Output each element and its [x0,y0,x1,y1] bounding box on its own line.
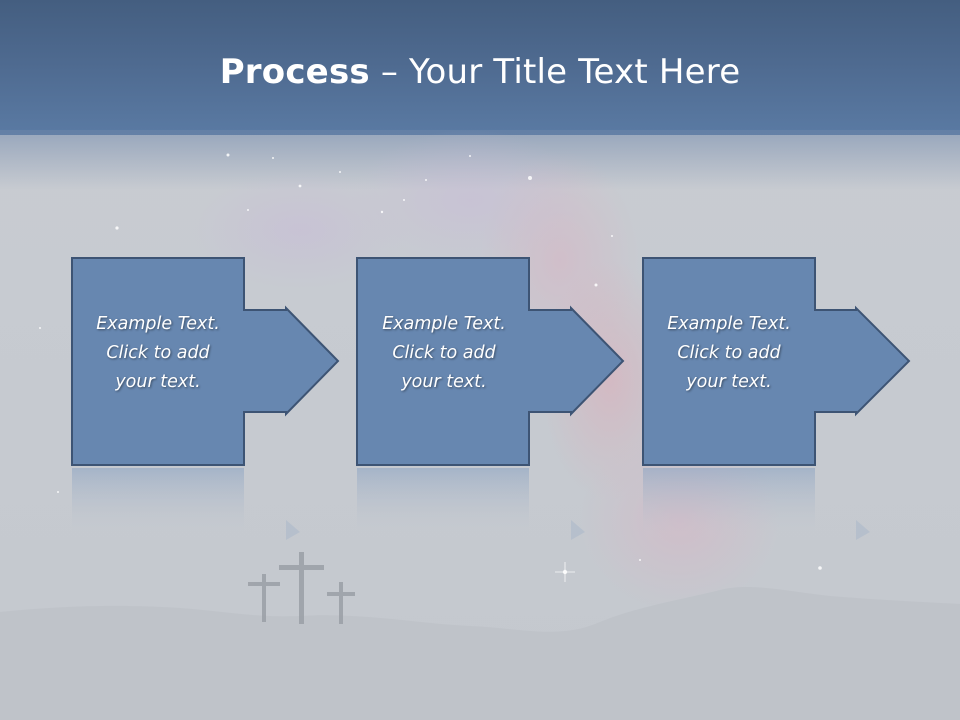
step-3-line-3: your text. [686,372,772,392]
step-1-text[interactable]: Example Text. Click to add your text. [72,310,244,397]
step-1-line-1: Example Text. [96,314,220,334]
step-3-line-1: Example Text. [667,314,791,334]
step-2-line-3: your text. [401,372,487,392]
title-rest: – Your Title Text Here [369,52,741,92]
sky-header-band [0,0,960,135]
step-1-line-3: your text. [115,372,201,392]
step-3-line-2: Click to add [677,343,781,363]
step-2-text[interactable]: Example Text. Click to add your text. [358,310,530,397]
process-step-2[interactable] [356,257,625,466]
step-2-line-2: Click to add [392,343,496,363]
step-3-box[interactable] [642,257,911,466]
step-1-line-2: Click to add [106,343,210,363]
process-step-3[interactable] [642,257,911,466]
three-crosses-icon [248,552,355,624]
slide-title[interactable]: Process – Your Title Text Here [0,52,960,92]
step-1-box[interactable] [71,257,340,466]
step-2-box[interactable] [356,257,625,466]
step-2-line-1: Example Text. [382,314,506,334]
title-bold: Process [219,52,370,92]
process-step-1[interactable] [71,257,340,466]
step-3-text[interactable]: Example Text. Click to add your text. [643,310,815,397]
